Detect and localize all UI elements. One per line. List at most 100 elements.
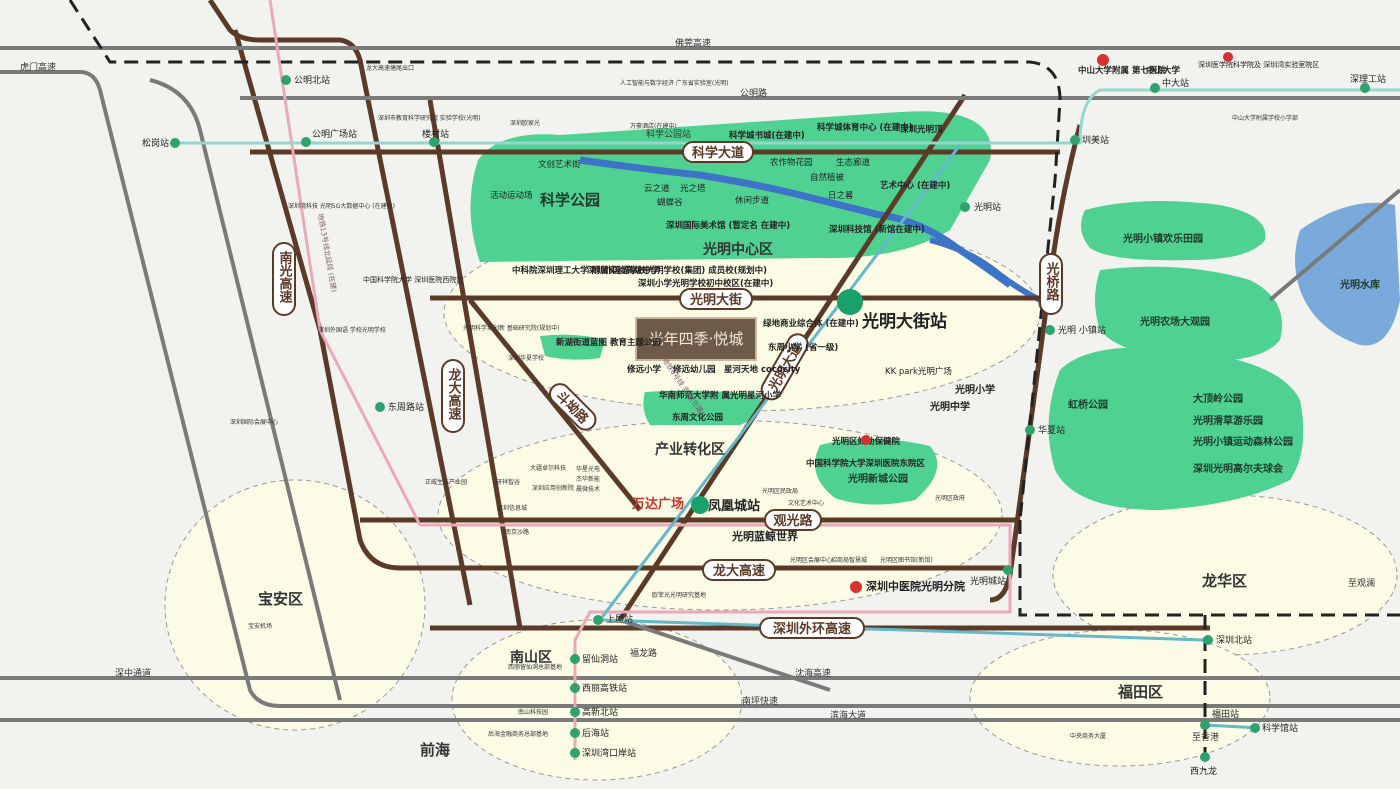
station-main-icon	[837, 289, 863, 315]
station-item: 公明北站	[281, 74, 330, 86]
svg-text:东周路站: 东周路站	[388, 401, 424, 413]
metro-6	[175, 88, 1400, 145]
expressway-network	[0, 46, 1400, 722]
svg-text:光明城站: 光明城站	[970, 575, 1006, 587]
park-labels: 科学公园 光明新城公园 虹桥公园 光明农场大观园 大顶岭公园 光明滑草游乐园 光…	[540, 191, 1380, 485]
station-item: 光明站	[960, 201, 1001, 213]
small-label: 西丽留仙洞总部基地	[508, 663, 562, 671]
svg-text:深圳外环高速: 深圳外环高速	[773, 621, 851, 637]
small-label: 光明区民政局	[762, 487, 798, 495]
station-main-label: 光明大街站	[861, 311, 947, 332]
small-label: 大疆卓尔科技	[530, 464, 566, 472]
small-label: 华星光电	[576, 465, 600, 473]
small-label: 南山科技园	[518, 708, 548, 716]
park-label: 光明水库	[1339, 278, 1380, 291]
road-humen-nanping	[0, 70, 1400, 708]
road-dougang	[468, 298, 642, 512]
poi-label: 星河天地 cococity	[724, 364, 801, 375]
hospital-icons	[850, 52, 1233, 593]
svg-text:后海站: 后海站	[582, 727, 609, 739]
small-label: 后海金融商务总部基地	[488, 730, 548, 738]
poi-label: 深圳国际美术馆 (暂定名 在建中)	[666, 220, 790, 231]
svg-text:光明大街: 光明大街	[689, 292, 742, 308]
svg-text:高新北站: 高新北站	[582, 706, 618, 718]
park-label: 虹桥公园	[1068, 398, 1108, 411]
park-kexue	[470, 111, 991, 262]
poi-label: 华南师范大学附 属光明星河小学	[659, 390, 781, 401]
poi-label: 光明中学	[929, 400, 970, 413]
station-item: 光明 小镇站	[1045, 324, 1106, 336]
small-label: 正威生态产业园	[425, 478, 467, 486]
svg-text:中大站: 中大站	[1162, 77, 1189, 89]
small-label: 至香港	[1192, 731, 1219, 743]
road-label: 深中通道	[115, 667, 151, 679]
poi-label: 光之塔	[680, 183, 706, 194]
station-item: 高新北站	[570, 706, 618, 718]
station-item: 中大站	[1150, 77, 1189, 93]
poi-label: 修远小学	[626, 364, 662, 375]
svg-text:公明广场站: 公明广场站	[312, 128, 357, 140]
poi-label: 光明蓝鲸世界	[731, 529, 798, 543]
svg-text:楼村站: 楼村站	[422, 128, 449, 140]
poi-label: 绿地商业综合体 (在建中)	[763, 318, 859, 329]
poi-label: 深圳外国语学校光明学校(集团) 成员校(规划中)	[587, 265, 767, 276]
svg-text:深圳湾口岸站: 深圳湾口岸站	[582, 747, 636, 759]
poi-label: 农作物花园	[770, 157, 813, 168]
hospital-icon	[1097, 54, 1109, 66]
small-label: 欧菲光光明研究基地	[652, 591, 706, 599]
park-label: 科学公园	[540, 191, 600, 209]
svg-text:深理工站: 深理工站	[1350, 73, 1386, 85]
poi-label: 云之道	[644, 183, 670, 194]
poi-label: 深圳医学院科学院及 深圳湾实验室院区	[1198, 60, 1319, 69]
svg-text:光明 小镇站: 光明 小镇站	[1058, 324, 1106, 336]
road-badge-guangmingdajie: 光明大街	[679, 288, 753, 310]
main-stations: 光明大街站 凤凰城站	[691, 289, 947, 514]
svg-text:龙大高速: 龙大高速	[713, 563, 765, 579]
poi-label: 中山大学	[1146, 65, 1181, 76]
river-east	[929, 237, 1042, 303]
poi-label: 中科院深圳理工大学 附属实验高级中学	[512, 265, 660, 276]
small-label: 招商局智慧城	[831, 556, 867, 564]
road-fulong	[619, 618, 831, 692]
svg-text:南光高速: 南光高速	[277, 250, 294, 304]
small-label: 深圳国际会展中心	[230, 418, 278, 426]
station-item: 深圳湾口岸站	[570, 747, 636, 759]
station-main-label: 凤凰城站	[708, 498, 760, 514]
poi-label: 休闲步道	[735, 195, 770, 206]
poi-label: 东周文化公园	[672, 412, 723, 423]
poi-label: 科学城书城(在建中)	[729, 130, 805, 141]
road-badges: 科学大道 光明大街 观光路 龙大高速 深圳外环高速 南光高速 龙大高速 斗坳路	[272, 141, 1063, 639]
district-label: 宝安区	[258, 590, 303, 608]
small-label: 光明科学城创新 基础研究院(规划中)	[463, 324, 560, 332]
small-label: 光明区政府	[935, 494, 965, 502]
svg-text:深圳北站: 深圳北站	[1216, 634, 1252, 646]
district-label: 光明中心区	[702, 241, 773, 258]
road-label: 公明路	[740, 87, 767, 99]
small-label: 光明区图书馆(新馆)	[880, 556, 933, 564]
park-xinhu	[540, 334, 605, 360]
rail-east	[1018, 520, 1400, 617]
park-areas	[470, 111, 1400, 510]
poi-label: 艺术中心 (在建中)	[880, 180, 950, 191]
small-label: 深圳信息城	[497, 504, 527, 512]
svg-text:留仙洞站: 留仙洞站	[582, 653, 618, 665]
svg-text:福田站: 福田站	[1212, 708, 1239, 720]
poi-label: 中国科学院大学深圳医院东院区	[806, 458, 926, 469]
station-item: 深圳北站	[1203, 634, 1252, 646]
poi-label: 东周小学 (省一级)	[768, 342, 838, 353]
district-label: 产业转化区	[655, 441, 725, 458]
district-label: 福田区	[1117, 683, 1163, 701]
district-label: 前海	[420, 741, 450, 759]
road-badge-guanguang: 观光路	[764, 509, 822, 531]
poi-labels: 文创艺术街 活动运动场 云之道 光之塔 蝴蝶谷 休闲步道 农作物花园 生态廊道 …	[363, 60, 1319, 593]
park-label: 大顶岭公园	[1193, 392, 1243, 405]
small-label: 研祥智谷	[496, 478, 520, 486]
poi-label: 光明小学	[954, 383, 995, 396]
park-xincheng	[815, 438, 938, 505]
svg-text:科学大道: 科学大道	[692, 145, 744, 161]
small-label: 中央商务大厦	[1070, 732, 1106, 740]
svg-text:圳美站: 圳美站	[1082, 134, 1109, 146]
svg-text:上屋站: 上屋站	[606, 613, 633, 625]
station-item: 楼村站	[422, 128, 449, 147]
station-item: 深理工站	[1350, 73, 1386, 93]
